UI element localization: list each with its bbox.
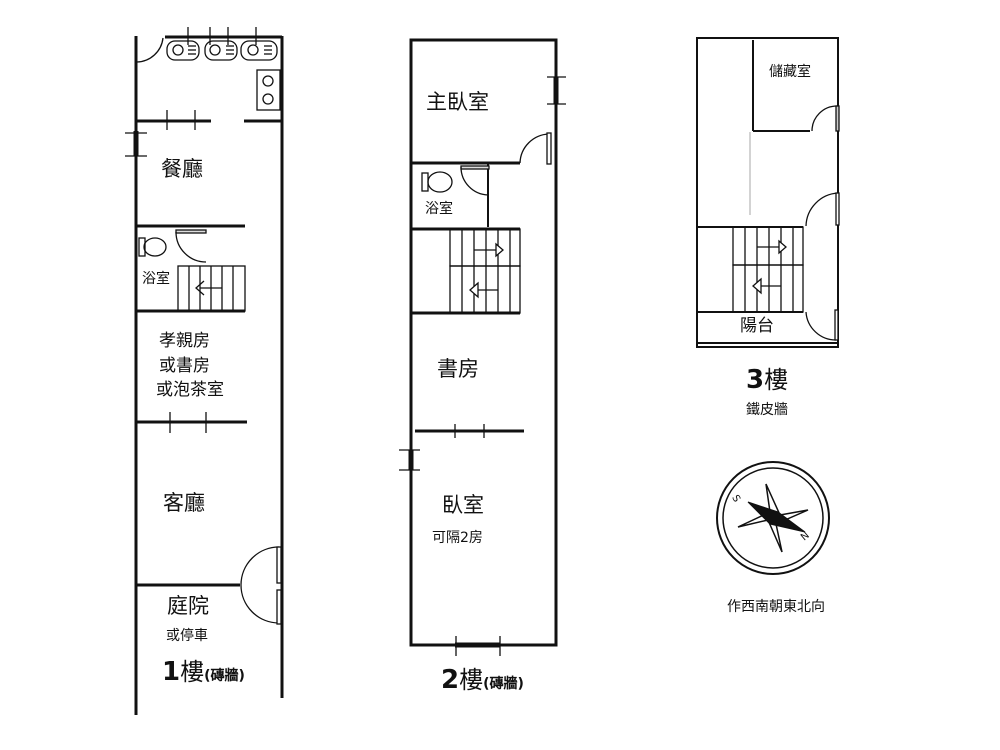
floor-2-walls xyxy=(408,38,559,648)
floor-2-details xyxy=(399,76,566,656)
room-courtyard: 庭院 xyxy=(167,594,209,618)
floor-3-title: 3樓 xyxy=(746,367,788,393)
room-living: 客廳 xyxy=(163,491,205,515)
floor-number: 3 xyxy=(746,365,765,395)
room-master-bedroom: 主臥室 xyxy=(426,90,489,114)
floor-3-details xyxy=(732,105,840,341)
wall-note: 鐵皮牆 xyxy=(746,402,788,418)
room-bathroom: 浴室 xyxy=(142,271,170,287)
room-study: 書房 xyxy=(437,357,479,381)
floor-suffix: 樓 xyxy=(180,658,205,686)
floor-number: 2 xyxy=(441,665,460,695)
floor-1-title: 1樓(磚牆) xyxy=(162,659,245,685)
room-multi-line3: 或泡茶室 xyxy=(156,380,224,400)
compass-icon xyxy=(716,461,830,575)
room-storage: 儲藏室 xyxy=(769,64,811,80)
room-bathroom: 浴室 xyxy=(425,201,453,217)
room-bedroom-note: 可隔2房 xyxy=(432,530,483,546)
wall-note: (磚牆) xyxy=(483,676,524,692)
room-courtyard-note: 或停車 xyxy=(166,628,208,644)
floor-1-walls xyxy=(133,35,284,715)
room-bedroom: 臥室 xyxy=(442,493,484,517)
room-multi-line1: 孝親房 xyxy=(159,331,210,351)
wall-note: (磚牆) xyxy=(204,668,245,684)
room-dining: 餐廳 xyxy=(161,157,203,181)
floor-3-walls xyxy=(696,37,839,348)
room-multi-line2: 或書房 xyxy=(159,356,210,376)
floor-number: 1 xyxy=(162,657,181,687)
orientation-text: 作西南朝東北向 xyxy=(727,599,825,615)
room-balcony: 陽台 xyxy=(740,316,774,336)
floor-suffix: 樓 xyxy=(459,666,484,694)
floor-1-details xyxy=(125,27,282,625)
floor-suffix: 樓 xyxy=(764,366,789,394)
floor-2-title: 2樓(磚牆) xyxy=(441,667,524,693)
